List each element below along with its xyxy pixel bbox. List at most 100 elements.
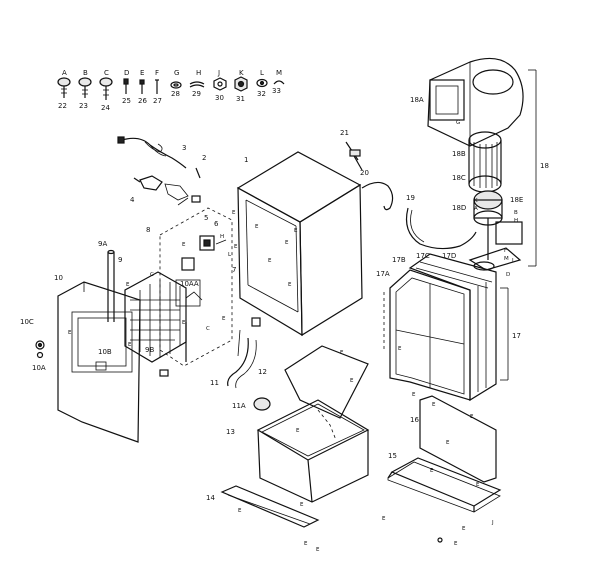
fastener-letter: A bbox=[62, 69, 67, 77]
fastener-number: 32 bbox=[257, 90, 266, 98]
fastener-j-icon bbox=[213, 77, 227, 91]
part-label: 10B bbox=[98, 348, 112, 356]
group-bracket bbox=[383, 287, 509, 381]
callout-letter: F bbox=[504, 248, 507, 254]
callout-letter: C bbox=[206, 326, 210, 332]
fastener-letter: K bbox=[239, 69, 244, 77]
callout-letter: E bbox=[316, 547, 320, 553]
part-label: 17C bbox=[416, 252, 430, 260]
part-label: 18E bbox=[510, 196, 523, 204]
part-label: 2 bbox=[202, 154, 206, 162]
fastener-number: 23 bbox=[79, 102, 88, 110]
callout-letter: E bbox=[182, 320, 186, 326]
blower-wheel-part bbox=[468, 131, 502, 193]
knob-part bbox=[35, 340, 45, 359]
callout-letter: E bbox=[300, 502, 304, 508]
fastener-h-icon bbox=[189, 81, 205, 88]
callout-letter: E bbox=[182, 242, 186, 248]
part-label: 3 bbox=[182, 144, 186, 152]
part-label: 7 bbox=[232, 266, 236, 274]
fastener-letter: E bbox=[140, 69, 144, 77]
callout-letter: E bbox=[304, 541, 308, 547]
fastener-number: 31 bbox=[236, 95, 245, 103]
part-label: 10A bbox=[32, 364, 46, 372]
part-label: 13 bbox=[226, 428, 235, 436]
fastener-letter: C bbox=[104, 69, 109, 77]
part-label: 11A bbox=[232, 402, 246, 410]
part-label: 12 bbox=[258, 368, 267, 376]
drain-hose-part bbox=[361, 181, 394, 211]
part-label: 18A bbox=[410, 96, 424, 104]
fastener-number: 30 bbox=[215, 94, 224, 102]
control-panel-part bbox=[159, 207, 233, 367]
callout-letter: E bbox=[382, 516, 386, 522]
fastener-e-icon bbox=[139, 79, 145, 94]
fastener-d-icon bbox=[123, 78, 129, 94]
fastener-number: 33 bbox=[272, 87, 281, 95]
drip-tray-part bbox=[284, 345, 369, 419]
callout-letter: E bbox=[340, 350, 344, 356]
callout-letter: E bbox=[470, 414, 474, 420]
part-label: 5 bbox=[204, 214, 208, 222]
motor-part bbox=[468, 190, 523, 271]
callout-letter: E bbox=[294, 228, 298, 234]
fastener-c-icon bbox=[99, 77, 113, 100]
part-label: 10C bbox=[20, 318, 34, 326]
fastener-k-icon bbox=[234, 76, 248, 92]
fastener-number: 22 bbox=[58, 102, 67, 110]
callout-letter: J bbox=[491, 520, 494, 526]
part-label: 4 bbox=[130, 196, 135, 204]
callout-letter: E bbox=[238, 508, 242, 514]
part-label: 9B bbox=[145, 346, 154, 354]
part-label: 14 bbox=[206, 494, 215, 502]
fastener-letter: H bbox=[196, 69, 201, 77]
fastener-number: 25 bbox=[122, 97, 131, 105]
callout-letter: E bbox=[462, 526, 466, 532]
fastener-b-icon bbox=[78, 77, 92, 98]
base-bracket-part bbox=[220, 485, 320, 528]
fastener-letter: M bbox=[276, 69, 282, 77]
fastener-a-icon bbox=[57, 77, 71, 98]
part-label: 17B bbox=[392, 256, 406, 264]
part-label: 11 bbox=[210, 379, 219, 387]
fastener-legend: A B C D E F G H J K L M 22 23 24 25 26 2… bbox=[57, 69, 285, 112]
plug-part bbox=[133, 167, 201, 206]
callout-letter: E bbox=[285, 240, 289, 246]
cabinet-part bbox=[236, 151, 363, 337]
callout-letter: E bbox=[232, 210, 236, 216]
part-label: 10 bbox=[54, 274, 63, 282]
fastener-number: 29 bbox=[192, 90, 201, 98]
callout-letter: E bbox=[268, 258, 272, 264]
part-label: 17A bbox=[376, 270, 390, 278]
fastener-letter: G bbox=[174, 69, 179, 77]
callout-letter: E bbox=[234, 244, 238, 250]
spacer-part bbox=[159, 322, 241, 377]
fastener-number: 28 bbox=[171, 90, 180, 98]
part-label: 17 bbox=[512, 332, 521, 340]
callout-letter: E bbox=[255, 224, 259, 230]
rod-part bbox=[107, 249, 115, 322]
callout-letter: E bbox=[296, 428, 300, 434]
wire-harness-part bbox=[405, 207, 477, 250]
valve-part bbox=[345, 141, 363, 171]
part-label: 16 bbox=[410, 416, 419, 424]
fastener-letter: D bbox=[124, 69, 129, 77]
callout-letter: E bbox=[412, 392, 416, 398]
fastener-letter: B bbox=[83, 69, 88, 77]
callout-letter: E bbox=[126, 282, 130, 288]
bucket-part bbox=[256, 399, 370, 503]
callout-letter: E bbox=[350, 378, 354, 384]
part-label: 18D bbox=[452, 204, 466, 212]
part-label: 18C bbox=[452, 174, 466, 182]
callout-letter: H bbox=[220, 234, 224, 240]
callout-letter: E bbox=[446, 440, 450, 446]
callout-letter: H bbox=[514, 218, 518, 224]
fastener-f-icon bbox=[155, 79, 159, 94]
callout-letter: E bbox=[128, 342, 132, 348]
part-label: 8 bbox=[146, 226, 150, 234]
callout-letter: L bbox=[512, 258, 516, 264]
fastener-g-icon bbox=[170, 81, 182, 89]
part-label: 20 bbox=[360, 169, 369, 177]
callout-letter: E bbox=[430, 468, 434, 474]
